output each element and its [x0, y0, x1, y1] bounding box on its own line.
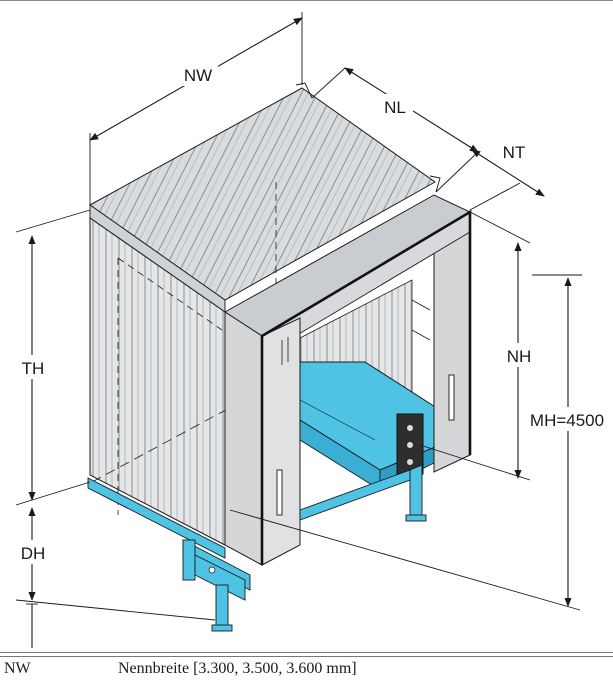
leveller-line	[299, 399, 376, 441]
front-right-post	[433, 211, 471, 473]
legend-description: Nennbreite [3.300, 3.500, 3.600 mm]	[118, 660, 357, 677]
frame-edge	[260, 209, 472, 565]
dh-label-bg	[16, 540, 50, 564]
base-rail	[87, 477, 226, 559]
th-extension-bottom	[15, 481, 91, 506]
legend-rule-top	[0, 652, 613, 653]
roof-right-lip	[429, 175, 441, 193]
th-extension-top	[15, 209, 91, 233]
legend-rule-bottom	[0, 656, 613, 657]
legend-row: NW Nennbreite [3.300, 3.500, 3.600 mm]	[0, 660, 613, 682]
inner-bar	[411, 329, 431, 341]
dh-label: DH	[21, 544, 46, 563]
mh-label: MH=4500	[530, 411, 604, 430]
bumper-bolt	[407, 442, 413, 448]
post-slot	[276, 469, 283, 516]
nl-extension-front	[435, 151, 479, 193]
nw-label: NW	[184, 66, 212, 85]
post-slot	[448, 374, 455, 421]
dh-extension-bottom	[15, 599, 216, 621]
nh-label: NH	[507, 347, 532, 366]
nl-label: NL	[384, 98, 406, 117]
base-foot	[211, 624, 233, 632]
legend-key: NW	[4, 660, 31, 677]
base-right-leg	[409, 464, 423, 521]
base-right-foot	[405, 514, 427, 522]
nl-extension-back	[311, 67, 346, 99]
nh-extension-bottom	[419, 444, 531, 481]
nh-label-bg	[502, 343, 536, 367]
nh-extension-top	[469, 211, 531, 244]
dock-shelter-diagram: NW NL NT TH NH MH=4500 DH	[15, 12, 612, 648]
bumper-bolt	[407, 459, 413, 465]
nl-label-bg	[377, 94, 413, 118]
mh-label-bg	[522, 407, 612, 431]
base-leg-front	[215, 584, 229, 628]
mh-extension-bottom	[229, 509, 581, 611]
base-leg-left	[182, 539, 196, 581]
nt-extension	[469, 182, 521, 211]
th-label-bg	[16, 355, 50, 379]
top-rule	[0, 0, 613, 1]
nt-dimension-line	[471, 149, 545, 197]
base-right-brace	[299, 469, 411, 521]
nw-label-bg	[178, 62, 218, 86]
front-left-post	[224, 311, 263, 566]
hidden-edge	[117, 257, 223, 331]
inner-bar	[411, 299, 431, 311]
base-box	[194, 554, 246, 601]
bumper-bolt	[407, 425, 413, 431]
th-label: TH	[22, 359, 45, 378]
nt-label: NT	[503, 143, 526, 162]
base-bolt	[208, 566, 216, 574]
